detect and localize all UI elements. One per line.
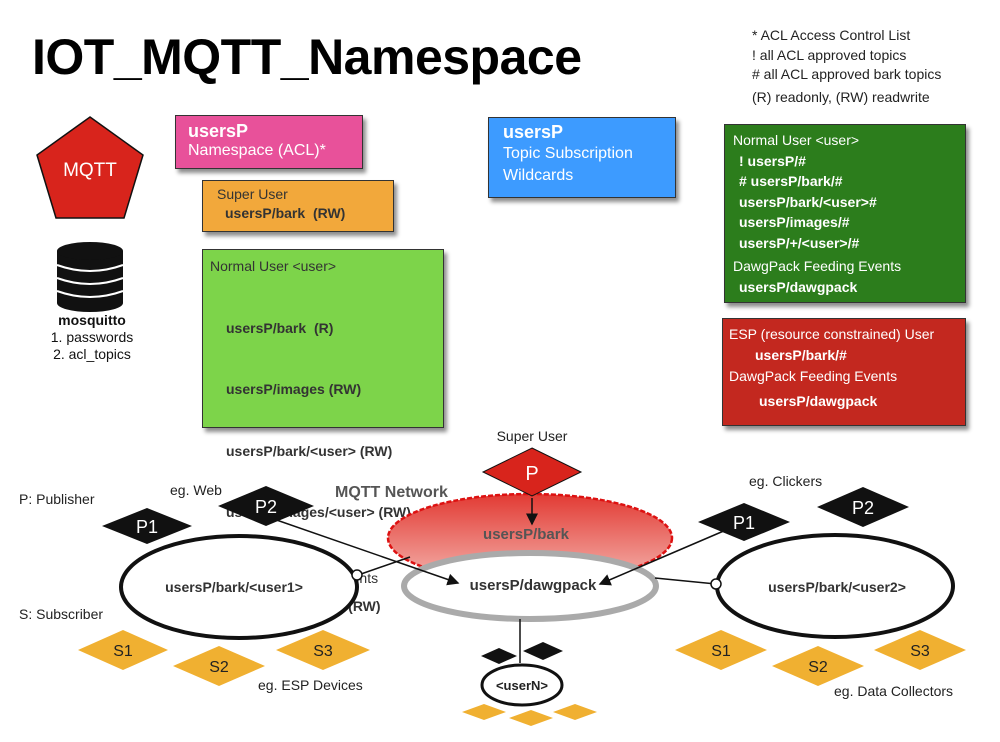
right-s1-diamond — [675, 630, 767, 670]
network-bottom-topic: usersP/dawgpack — [470, 577, 597, 594]
left-publish-arrow — [264, 515, 460, 586]
super-user-box: Super User usersP/bark (RW) — [202, 180, 394, 232]
subscriber-legend: S: Subscriber — [19, 606, 103, 622]
right-subscribe-link — [654, 577, 717, 585]
right-s2-label: S2 — [808, 659, 828, 676]
normal-sub-events-topic: usersP/dawgpack — [739, 278, 858, 295]
network-label: MQTT Network — [335, 484, 448, 501]
mqtt-pentagon — [36, 116, 144, 219]
database-icon — [56, 242, 124, 312]
legend-line: * ACL Access Control List — [752, 27, 911, 43]
subscription-topic: # usersP/bark/# — [739, 173, 843, 189]
page-title: IOT_MQTT_Namespace — [32, 29, 582, 85]
wildcard-box: usersP Topic Subscription Wildcards — [488, 117, 676, 198]
left-s1-label: S1 — [113, 643, 133, 660]
left-p1-diamond — [102, 508, 192, 544]
right-publish-arrow — [598, 523, 741, 586]
collectors-label: eg. Data Collectors — [834, 683, 953, 699]
namespace-subtitle: Namespace (ACL)* — [188, 142, 326, 159]
normal-sub-events-title: DawgPack Feeding Events — [733, 258, 902, 274]
left-s3-label: S3 — [313, 643, 333, 660]
network-ring-bottom — [401, 550, 659, 622]
subscription-topic: usersP/images/# — [739, 214, 850, 230]
left-user-topic: usersP/bark/<user1> — [165, 579, 303, 595]
super-publisher-diamond — [481, 447, 583, 497]
network-diagram: P: Publisher S: Subscriber eg. Web eg. E… — [19, 428, 966, 726]
subscription-topic: usersP/+/<user>/# — [739, 234, 860, 251]
network-top-topic: usersP/bark — [483, 526, 570, 543]
usern-p2-diamond — [523, 642, 563, 660]
esp-topic: usersP/bark/# — [755, 347, 847, 363]
mqtt-broker-graphic: MQTT — [36, 116, 144, 312]
usern-p1-diamond — [481, 648, 517, 664]
right-p1-diamond — [698, 503, 790, 541]
namespace-box: usersP Namespace (ACL)* — [175, 115, 363, 169]
right-s1-label: S1 — [711, 643, 731, 660]
esp-title: ESP (resource constrained) User — [729, 326, 935, 342]
mosquitto-label: mosquitto 1. passwords 2. acl_topics — [34, 312, 150, 363]
left-s2-label: S2 — [209, 659, 229, 676]
normal-acl-title: Normal User <user> — [210, 258, 337, 274]
right-s2-diamond — [772, 646, 864, 686]
right-p2-label: P2 — [852, 498, 874, 518]
left-user-ellipse — [119, 534, 359, 640]
acl-topic: usersP/bark/<user> (RW) — [226, 442, 393, 459]
subscription-topic: usersP/bark/<user># — [739, 193, 877, 210]
subscription-topic: ! usersP/# — [739, 152, 806, 169]
namespace-title: usersP — [188, 121, 249, 141]
acl-topic: usersP/images (RW) — [226, 381, 362, 397]
legend: * ACL Access Control List ! all ACL appr… — [752, 26, 941, 107]
right-s3-label: S3 — [910, 643, 930, 660]
usern-s3-diamond — [553, 704, 597, 720]
usern-label: <userN> — [496, 678, 548, 693]
normal-sub-title: Normal User <user> — [733, 132, 860, 148]
mosquitto-item: 2. acl_topics — [53, 346, 131, 362]
normal-user-acl-box: Normal User <user> usersP/bark (R) users… — [202, 249, 444, 614]
clickers-label: eg. Clickers — [749, 473, 822, 489]
usern-ellipse — [480, 663, 564, 707]
wildcard-title: usersP — [503, 122, 564, 142]
super-user-title: Super User — [217, 186, 288, 202]
acl-topic: usersP/bark (R) — [226, 319, 334, 336]
right-s3-diamond — [874, 630, 966, 670]
left-p1-label: P1 — [136, 517, 158, 537]
left-subscribe-link — [360, 556, 411, 575]
esp-events-title: DawgPack Feeding Events — [729, 368, 898, 384]
mqtt-badge: MQTT — [63, 160, 117, 181]
left-s1-diamond — [78, 630, 168, 670]
right-p1-label: P1 — [733, 513, 755, 533]
web-label: eg. Web — [170, 482, 222, 498]
esp-events-topic: usersP/dawgpack — [759, 393, 878, 409]
normal-user-subscription-box: Normal User <user> ! usersP/# # usersP/b… — [724, 124, 966, 303]
publisher-legend: P: Publisher — [19, 491, 95, 507]
left-p2-label: P2 — [255, 497, 277, 517]
super-publisher-label: P — [525, 463, 538, 485]
left-p2-diamond — [218, 486, 314, 526]
left-s2-diamond — [173, 646, 265, 686]
right-p2-diamond — [817, 487, 909, 527]
devices-label: eg. ESP Devices — [258, 677, 363, 693]
right-user-topic: usersP/bark/<user2> — [768, 579, 906, 595]
usern-s1-diamond — [462, 704, 506, 720]
legend-line: ! all ACL approved topics — [752, 46, 907, 63]
wildcard-line: Wildcards — [503, 167, 574, 184]
mosquitto-name: mosquitto — [58, 312, 126, 328]
usern-s2-diamond — [509, 710, 553, 726]
mosquitto-item: 1. passwords — [50, 329, 134, 345]
legend-line: # all ACL approved bark topics — [752, 66, 942, 82]
super-user-topic: usersP/bark (RW) — [225, 205, 346, 221]
super-user-label: Super User — [497, 428, 568, 444]
esp-user-box: ESP (resource constrained) User usersP/b… — [722, 318, 966, 426]
left-subscribe-port — [351, 569, 363, 581]
left-s3-diamond — [276, 630, 370, 670]
wildcard-line: Topic Subscription — [503, 145, 633, 162]
right-subscribe-port — [710, 578, 722, 590]
legend-line: (R) readonly, (RW) readwrite — [752, 88, 930, 105]
